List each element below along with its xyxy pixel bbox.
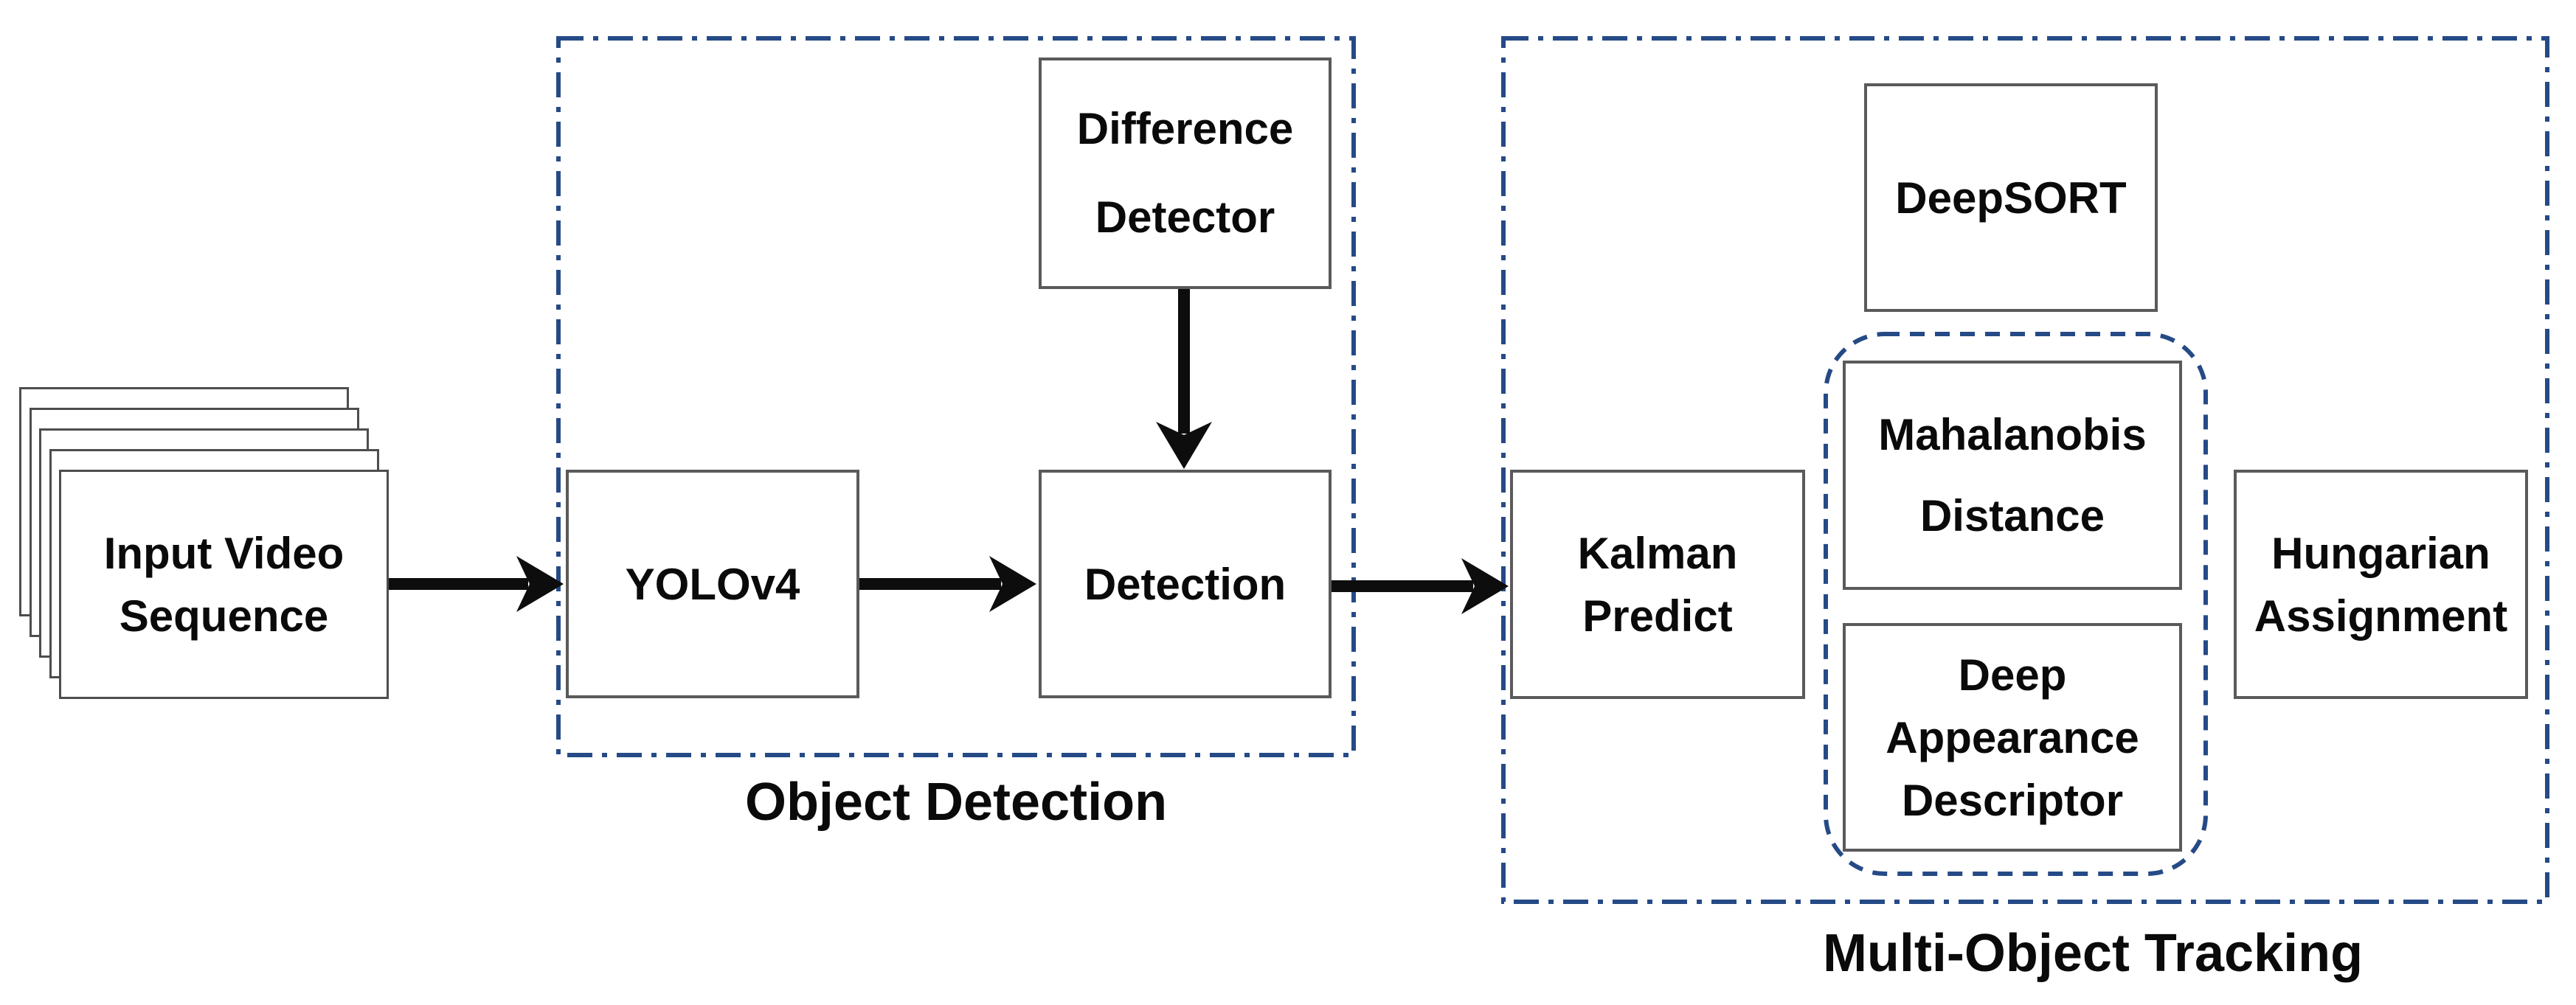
arrow-detection-to-kalman-icon: [1332, 558, 1509, 614]
multi-object-tracking-group-border: [1501, 36, 2549, 904]
deepsort-node: DeepSORT: [1864, 83, 2158, 312]
object-detection-group-border: [556, 36, 1356, 757]
hungarian-assignment-label-line1: Hungarian: [2271, 528, 2490, 578]
arrow-difference-detector-to-detection-icon: [1156, 289, 1212, 469]
detection-node: Detection: [1039, 470, 1332, 698]
yolov4-label: YOLOv4: [625, 559, 800, 609]
mahalanobis-distance-node: Mahalanobis Distance: [1843, 361, 2182, 590]
arrow-yolov4-to-detection-icon: [859, 556, 1036, 612]
arrow-input-to-yolov4-icon: [389, 556, 564, 612]
deep-appearance-descriptor-node: Deep Appearance Descriptor: [1843, 623, 2182, 852]
difference-detector-label-line2: Detector: [1095, 192, 1275, 242]
object-detection-group-label: Object Detection: [744, 773, 1168, 832]
kalman-predict-label-line2: Predict: [1582, 591, 1733, 641]
difference-detector-label-line1: Difference: [1076, 104, 1294, 153]
deep-appearance-descriptor-label-line1: Deep: [1958, 650, 2067, 700]
input-video-sequence-label-line2: Sequence: [119, 591, 329, 641]
hungarian-assignment-node: Hungarian Assignment: [2234, 470, 2528, 699]
input-video-sequence-label-line1: Input Video: [103, 528, 344, 578]
kalman-predict-node: Kalman Predict: [1510, 470, 1805, 699]
kalman-predict-label-line1: Kalman: [1577, 528, 1738, 578]
mahalanobis-distance-label-line2: Distance: [1919, 490, 2105, 540]
detection-label: Detection: [1084, 559, 1287, 609]
association-metrics-group-border: [1824, 332, 2208, 876]
hungarian-assignment-label-line2: Assignment: [2254, 591, 2508, 641]
deepsort-label: DeepSORT: [1895, 173, 2127, 223]
deep-appearance-descriptor-label-line2: Appearance: [1886, 712, 2139, 762]
multi-object-tracking-group-label: Multi-Object Tracking: [1822, 924, 2364, 983]
mahalanobis-distance-label-line1: Mahalanobis: [1878, 409, 2147, 459]
input-video-sequence-node: Input Video Sequence: [59, 470, 389, 699]
difference-detector-node: Difference Detector: [1039, 58, 1332, 289]
deep-appearance-descriptor-label-line3: Descriptor: [1901, 775, 2124, 825]
yolov4-node: YOLOv4: [566, 470, 859, 698]
